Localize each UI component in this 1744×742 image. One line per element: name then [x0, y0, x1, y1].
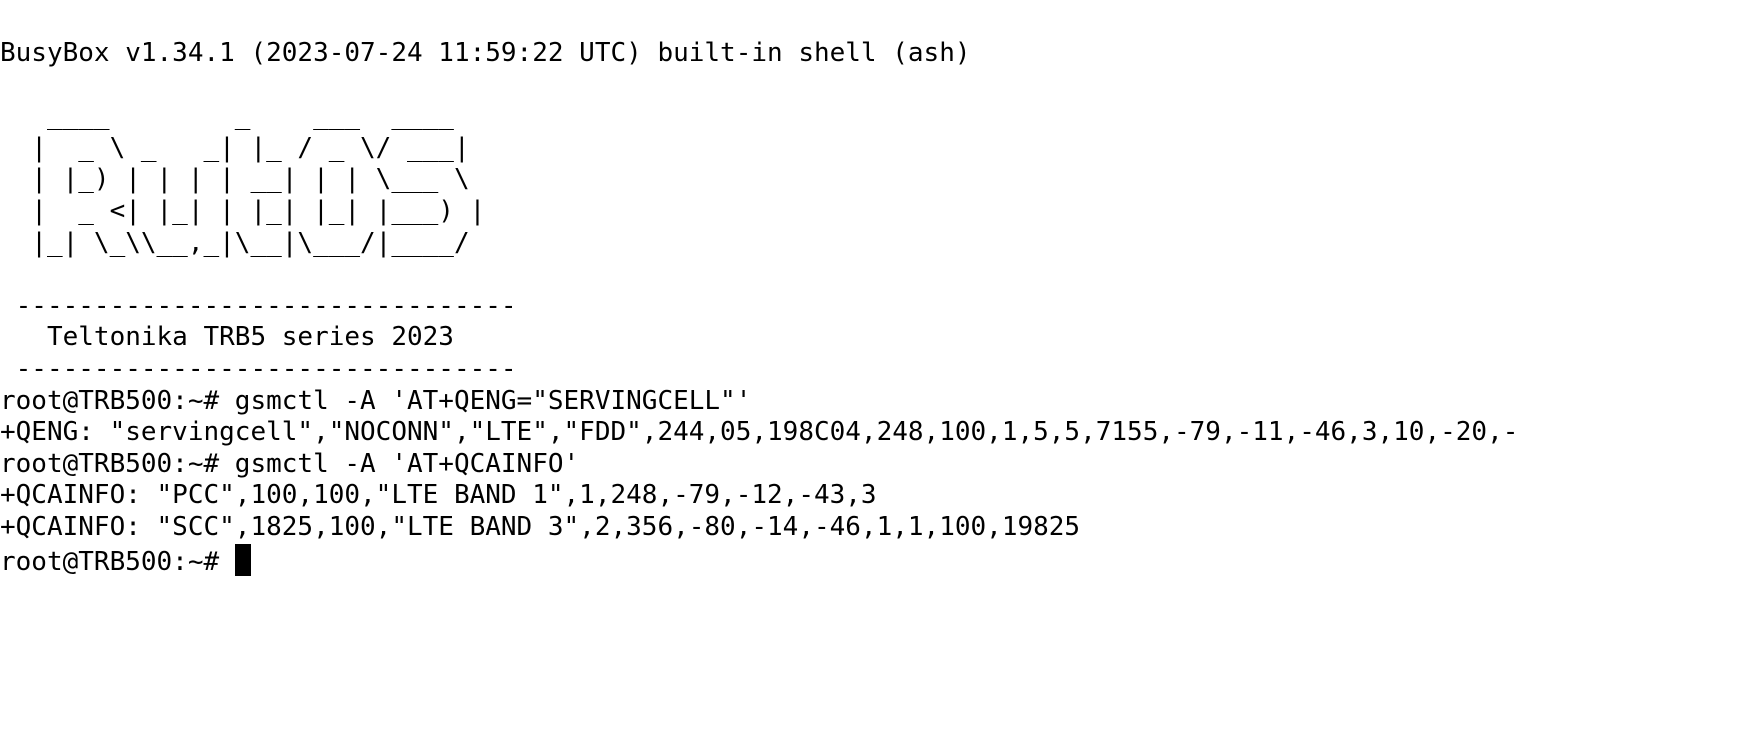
command-line-qcainfo: root@TRB500:~# gsmctl -A 'AT+QCAINFO' — [0, 448, 580, 479]
shell-prompt: root@TRB500:~# — [0, 546, 235, 577]
separator-bottom: -------------------------------- — [0, 353, 517, 384]
output-line-qeng: +QENG: "servingcell","NOCONN","LTE","FDD… — [0, 417, 1519, 448]
prompt-line[interactable]: root@TRB500:~# — [0, 543, 1744, 577]
motd-line: Teltonika TRB5 series 2023 — [0, 322, 454, 353]
busybox-banner: BusyBox v1.34.1 (2023-07-24 11:59:22 UTC… — [0, 38, 971, 68]
separator-top: -------------------------------- — [0, 290, 517, 321]
blank-line — [0, 70, 1744, 102]
blank-line — [0, 259, 1744, 291]
ascii-logo-line-1: ____ _ ___ ____ — [0, 101, 454, 132]
command-line-qeng: root@TRB500:~# gsmctl -A 'AT+QENG="SERVI… — [0, 385, 752, 416]
output-line-scc: +QCAINFO: "SCC",1825,100,"LTE BAND 3",2,… — [0, 511, 1081, 542]
ascii-logo-line-3: | |_) | | | | __| | | \___ \ — [0, 164, 470, 195]
output-line-pcc: +QCAINFO: "PCC",100,100,"LTE BAND 1",1,2… — [0, 480, 877, 511]
ascii-logo-line-5: |_| \_\\__,_|\__|\___/|____/ — [0, 227, 470, 258]
text-cursor — [234, 543, 251, 576]
ascii-logo-line-4: | _ <| |_| | |_| |_| |___) | — [0, 195, 486, 226]
ascii-logo-line-2: | _ \ _ _| |_ / _ \/ ___| — [0, 132, 470, 163]
